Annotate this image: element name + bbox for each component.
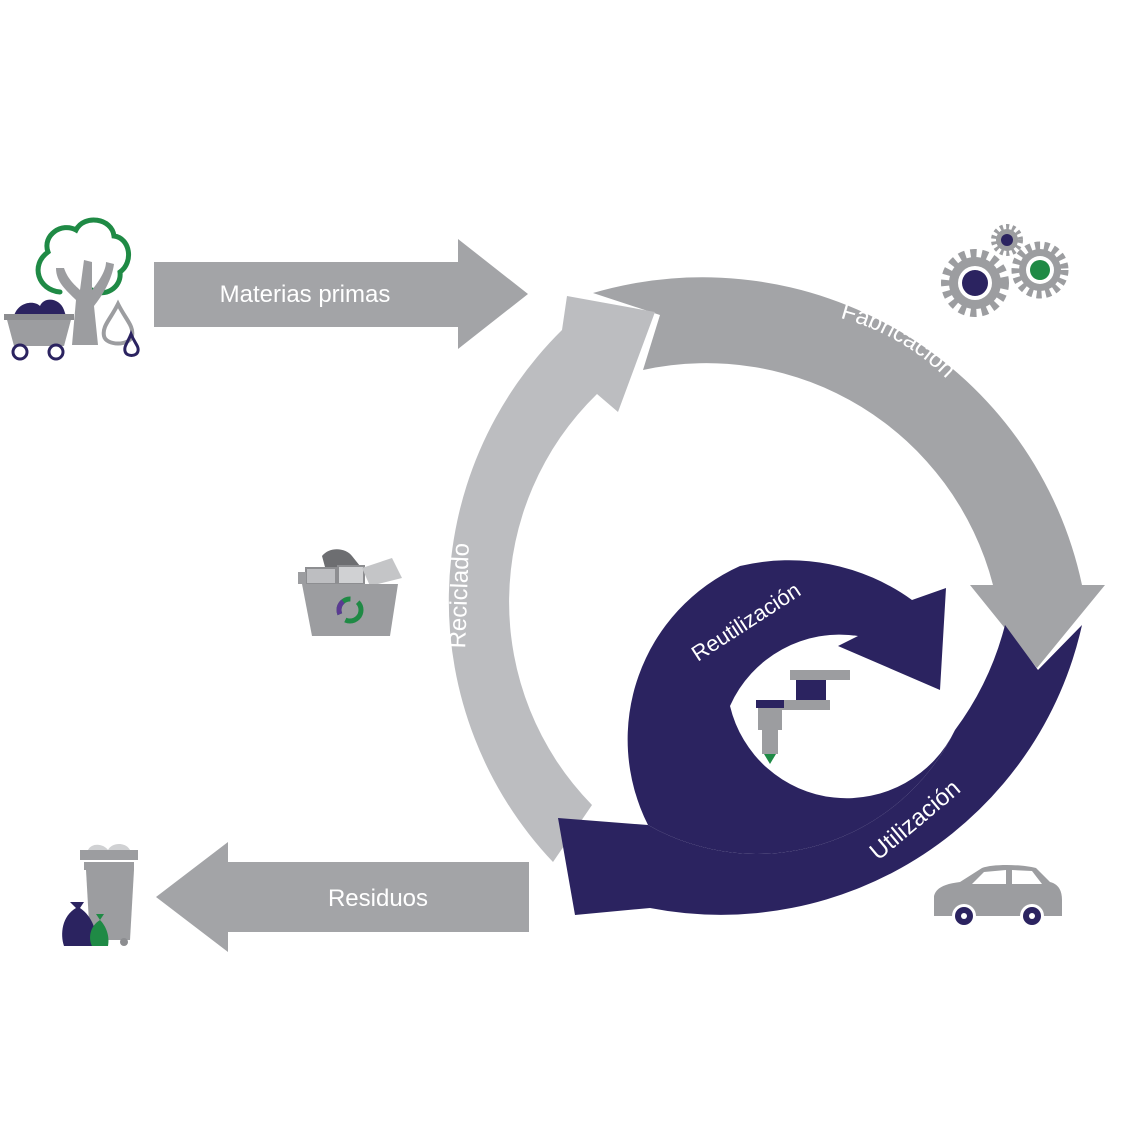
recycling-arrow: Reciclado (444, 296, 655, 862)
car-icon (934, 865, 1062, 928)
water-drop-icon (101, 299, 140, 357)
raw-materials-icon-group (4, 217, 140, 361)
recycling-bin-icon (298, 549, 402, 636)
garbage-bags-icon (62, 902, 109, 946)
mine-cart-icon (4, 299, 74, 361)
waste-label: Residuos (328, 885, 428, 912)
tree-icon (35, 217, 131, 345)
recycling-label: Reciclado (444, 543, 475, 649)
gears-icon (941, 224, 1069, 317)
raw-materials-arrow: Materias primas (154, 239, 528, 349)
waste-arrow: Residuos (156, 842, 529, 952)
robot-arm-icon (756, 670, 850, 764)
raw-materials-label: Materias primas (220, 281, 391, 308)
reuse-arrow: Reutilización (627, 560, 955, 854)
